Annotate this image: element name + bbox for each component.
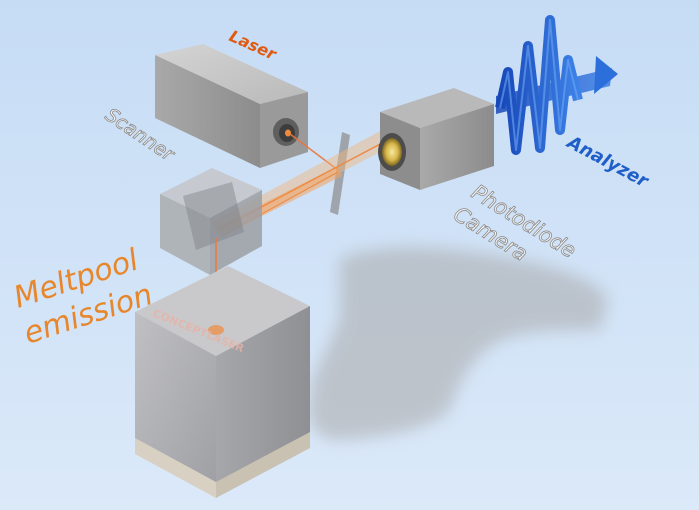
laser-box	[155, 44, 308, 168]
shadow	[308, 247, 608, 440]
scanner-cube	[160, 168, 262, 275]
machine-block	[135, 266, 310, 498]
photodiode-camera	[378, 88, 494, 190]
beam-laser-path	[289, 133, 339, 171]
analyzer-signal-icon	[495, 15, 618, 155]
